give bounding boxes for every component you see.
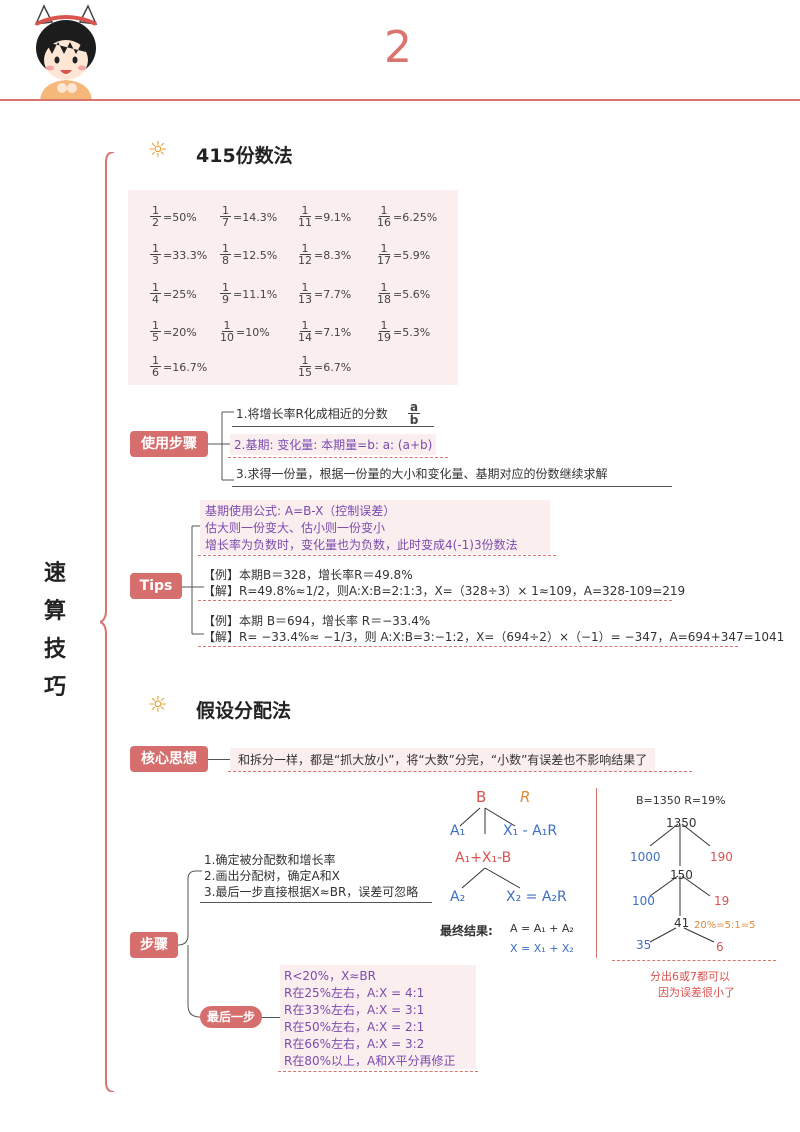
tree-divider: [596, 788, 597, 958]
tree2-note2: 因为误差很小了: [658, 986, 735, 999]
rule-1: R<20%，X≈BR: [284, 969, 376, 983]
tree1-a2: A₂: [450, 889, 466, 905]
rule-3: R在33%左右，A:X = 3:1: [284, 1003, 425, 1017]
rule-2: R在25%左右，A:X = 4:1: [284, 986, 425, 1000]
tips-box: [200, 500, 550, 554]
tips-underline: [198, 555, 556, 556]
tree2-mid: 150: [670, 868, 693, 882]
example2-underline: [198, 646, 738, 647]
last-connector: [262, 1017, 280, 1018]
solution-1: 【解】R=49.8%≈1/2，则A:X:B=2:1:3，X=（328÷3）× 1…: [203, 584, 686, 598]
tree1-r: R: [520, 788, 531, 806]
sun-icon: ☼: [148, 138, 168, 163]
tips-label: Tips: [130, 573, 182, 599]
step2-3: 3.最后一步直接根据X≈BR，误差可忽略: [204, 885, 419, 899]
rule-4: R在50%左右，A:X = 2:1: [284, 1020, 425, 1034]
last-rules-box: [280, 965, 476, 1069]
final-a: A = A₁ + A₂: [510, 922, 574, 935]
rule-5: R在66%左右，A:X = 3:2: [284, 1037, 425, 1051]
tree2-last: 41: [674, 916, 690, 930]
steps2-label: 步骤: [130, 932, 178, 958]
tree2-lines: [620, 810, 770, 950]
tree1-b: B: [476, 788, 487, 806]
step2-2: 2.画出分配树，确定A和X: [204, 869, 340, 883]
tip-2: 估大则一份变大、估小则一份变小: [205, 521, 386, 535]
step-1-underline: [232, 426, 434, 427]
tree2-underline: [612, 960, 776, 961]
tree1-x1: X₁ - A₁R: [503, 823, 558, 839]
example-2: 【例】本期 B＝694，增长率 R＝−33.4%: [203, 614, 431, 628]
sun-icon: ☼: [148, 693, 168, 718]
left-bracket: [96, 151, 120, 1093]
side-title: 速 算 技 巧: [43, 561, 66, 700]
steps-label: 使用步骤: [130, 431, 208, 457]
last-rules-underline: [278, 1071, 478, 1072]
tree2-ratio: 20%=5:1=5: [694, 920, 756, 931]
mascot-avatar: [22, 2, 110, 100]
page-number: 2: [384, 22, 412, 73]
section1-title: 415份数法: [196, 145, 293, 167]
tree2-note1: 分出6或7都可以: [650, 970, 730, 983]
section2-title: 假设分配法: [196, 700, 292, 722]
rule-6: R在80%以上，A和X平分再修正: [284, 1054, 456, 1068]
step-2: 2.基期: 变化量: 本期量=b: a: (a+b): [230, 434, 437, 455]
last-step-label: 最后一步: [200, 1006, 262, 1028]
step-3-underline: [232, 486, 672, 487]
fraction-table: [128, 190, 458, 385]
tip-1: 基期使用公式: A=B-X（控制误差）: [205, 504, 396, 518]
tree2-header: B=1350 R=19%: [636, 794, 726, 807]
step-2-underline: [228, 457, 448, 458]
tree2-r1: 190: [710, 850, 733, 864]
tree1-x2: X₂ = A₂R: [506, 889, 567, 905]
step2-1: 1.确定被分配数和增长率: [204, 853, 336, 867]
example-1: 【例】本期B＝328，增长率R＝49.8%: [203, 568, 413, 582]
tree2-l3: 35: [636, 938, 652, 952]
header-divider: [0, 99, 800, 101]
tree2-root: 1350: [666, 816, 697, 830]
tree2-l2: 100: [632, 894, 655, 908]
solution-2: 【解】R= −33.4%≈ −1/3，则 A:X:B=3:−1:2，X=（694…: [203, 630, 785, 644]
core-underline: [228, 771, 692, 772]
example1-underline: [198, 600, 672, 601]
steps-branch: [208, 400, 248, 490]
core-label: 核心思想: [130, 746, 208, 772]
step-1: 1.将增长率R化成相近的分数: [236, 407, 388, 421]
tree1-lines: [440, 790, 590, 910]
steps2-branch: [177, 855, 208, 1025]
core-text: 和拆分一样，都是“抓大放小”，将“大数”分完，“小数”有误差也不影响结果了: [230, 748, 656, 771]
tree1-a1: A₁: [450, 823, 466, 839]
tree1-mid: A₁+X₁-B: [455, 850, 512, 866]
tree2-l1: 1000: [630, 850, 661, 864]
tree2-r3: 6: [716, 940, 724, 954]
tree2-r2: 19: [714, 894, 730, 908]
step-3: 3.求得一份量，根据一份量的大小和变化量、基期对应的份数继续求解: [236, 467, 608, 481]
final-label: 最终结果:: [440, 924, 493, 938]
tips-branch: [182, 500, 212, 660]
final-x: X = X₁ + X₂: [510, 942, 574, 955]
core-connector: [208, 759, 230, 760]
steps2-underline: [200, 902, 432, 903]
tip-3: 增长率为负数时，变化量也为负数，此时变成4(-1)3份数法: [205, 538, 518, 552]
